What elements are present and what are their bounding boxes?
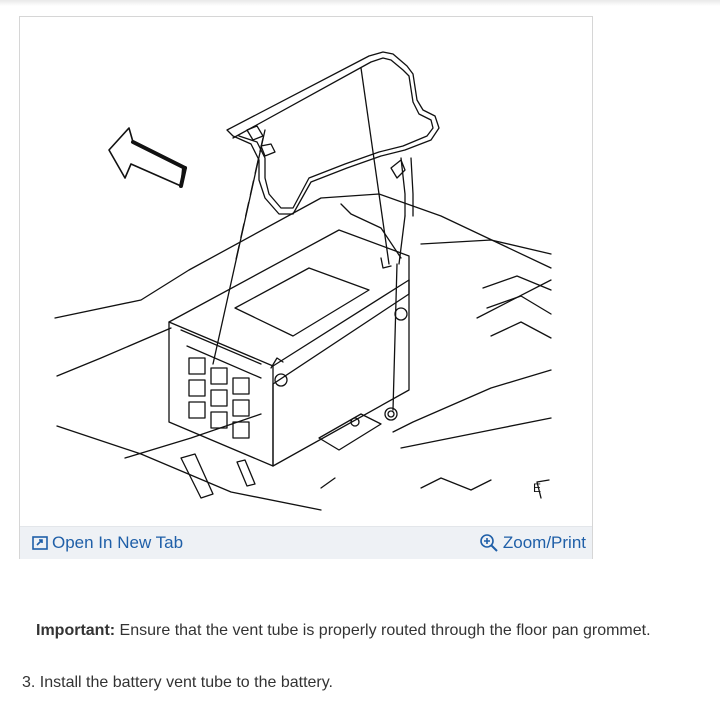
zoom-in-icon: [480, 534, 498, 552]
step-number: 3.: [22, 674, 36, 691]
direction-arrow-icon: [108, 127, 187, 188]
top-shadow: [0, 0, 720, 6]
zoom-print-button[interactable]: Zoom/Print: [479, 527, 586, 559]
svg-text:E: E: [533, 481, 541, 495]
important-text: Ensure that the vent tube is properly ro…: [115, 622, 651, 639]
figure-toolbar: Open In New Tab Zoom/Print: [20, 526, 592, 559]
open-in-new-tab-button[interactable]: Open In New Tab: [32, 527, 183, 559]
battery: [168, 229, 410, 467]
open-new-tab-icon: [32, 536, 48, 550]
open-in-new-tab-label: Open In New Tab: [52, 533, 184, 552]
step-text: Install the battery vent tube to the bat…: [35, 674, 333, 691]
vent-tube: [226, 51, 440, 217]
battery-vent-tube-illustration[interactable]: E: [21, 18, 593, 526]
important-label: Important:: [36, 622, 116, 639]
step-3: 3. Install the battery vent tube to the …: [22, 674, 333, 692]
important-note: Important: Ensure that the vent tube is …: [36, 622, 651, 640]
zoom-print-label: Zoom/Print: [502, 533, 586, 552]
figure-card: E Open In New Tab Zoom/Print: [19, 16, 593, 559]
